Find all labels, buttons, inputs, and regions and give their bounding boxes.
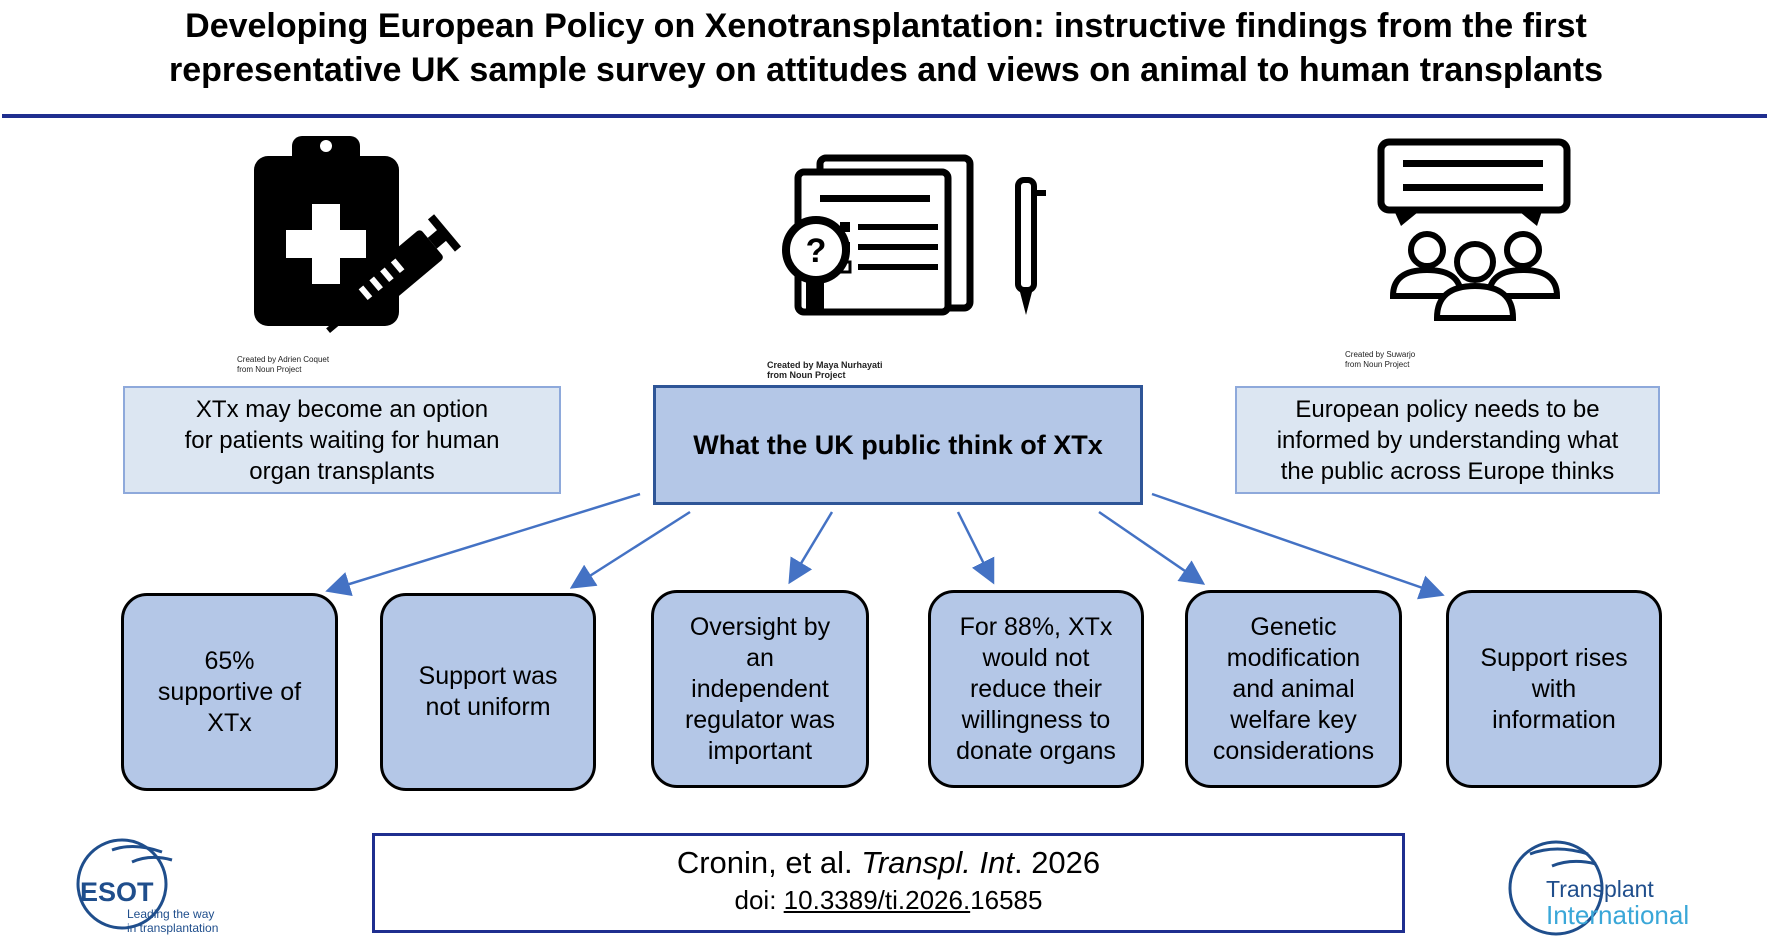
arrow-to-finding-6 <box>1151 492 1445 600</box>
transplant-international-text: Transplant International <box>1546 876 1690 930</box>
icon-credit-right: Created by Suwarjo from Noun Project <box>1345 350 1416 369</box>
survey-document-icon: ? <box>782 154 1046 316</box>
arrow-to-finding-4 <box>956 511 995 585</box>
arrow-to-finding-3 <box>788 511 834 585</box>
citation-line: Cronin, et al. Transpl. Int. 2026 <box>676 845 1101 880</box>
svg-text:?: ? <box>806 232 827 270</box>
finding-box-6: Support rises with information <box>1446 590 1662 788</box>
title-line-1: Developing European Policy on Xenotransp… <box>185 7 1587 45</box>
right-context-box: European policy needs to be informed by … <box>1235 386 1660 494</box>
left-context-box: XTx may become an option for patients wa… <box>123 386 561 494</box>
finding-box-3: Oversight by an independent regulator wa… <box>651 590 869 788</box>
finding-box-5: Genetic modification and animal welfare … <box>1185 590 1402 788</box>
finding-box-1: 65% supportive of XTx <box>121 593 338 791</box>
doi-link[interactable]: 10.3389/ti.2026. <box>783 885 971 915</box>
esot-logo <box>76 838 173 930</box>
doi-line: doi: 10.3389/ti.2026.16585 <box>734 885 1043 915</box>
page-title: Developing European Policy on Xenotransp… <box>0 4 1772 92</box>
title-line-2: representative UK sample survey on attit… <box>168 51 1604 89</box>
group-discussion-icon <box>1377 138 1571 321</box>
citation-box: Cronin, et al. Transpl. Int. 2026 doi: 1… <box>372 833 1405 933</box>
title-divider <box>2 114 1767 118</box>
icon-credit-center: Created by Maya Nurhayati from Noun Proj… <box>767 360 883 380</box>
esot-tagline: Leading the way in transplantation <box>127 907 219 935</box>
clipboard-syringe-icon <box>254 136 462 333</box>
transplant-international-logo <box>1508 840 1604 936</box>
finding-box-4: For 88%, XTx would not reduce their will… <box>928 590 1144 788</box>
finding-box-2: Support was not uniform <box>380 593 596 791</box>
central-question-box: What the UK public think of XTx <box>653 385 1143 505</box>
esot-logo-name: ESOT <box>80 877 154 907</box>
icon-credit-left: Created by Adrien Coquet from Noun Proje… <box>237 355 330 374</box>
arrow-to-finding-5 <box>1098 510 1206 585</box>
arrow-to-finding-2 <box>569 510 691 589</box>
arrow-to-finding-1 <box>325 492 641 597</box>
